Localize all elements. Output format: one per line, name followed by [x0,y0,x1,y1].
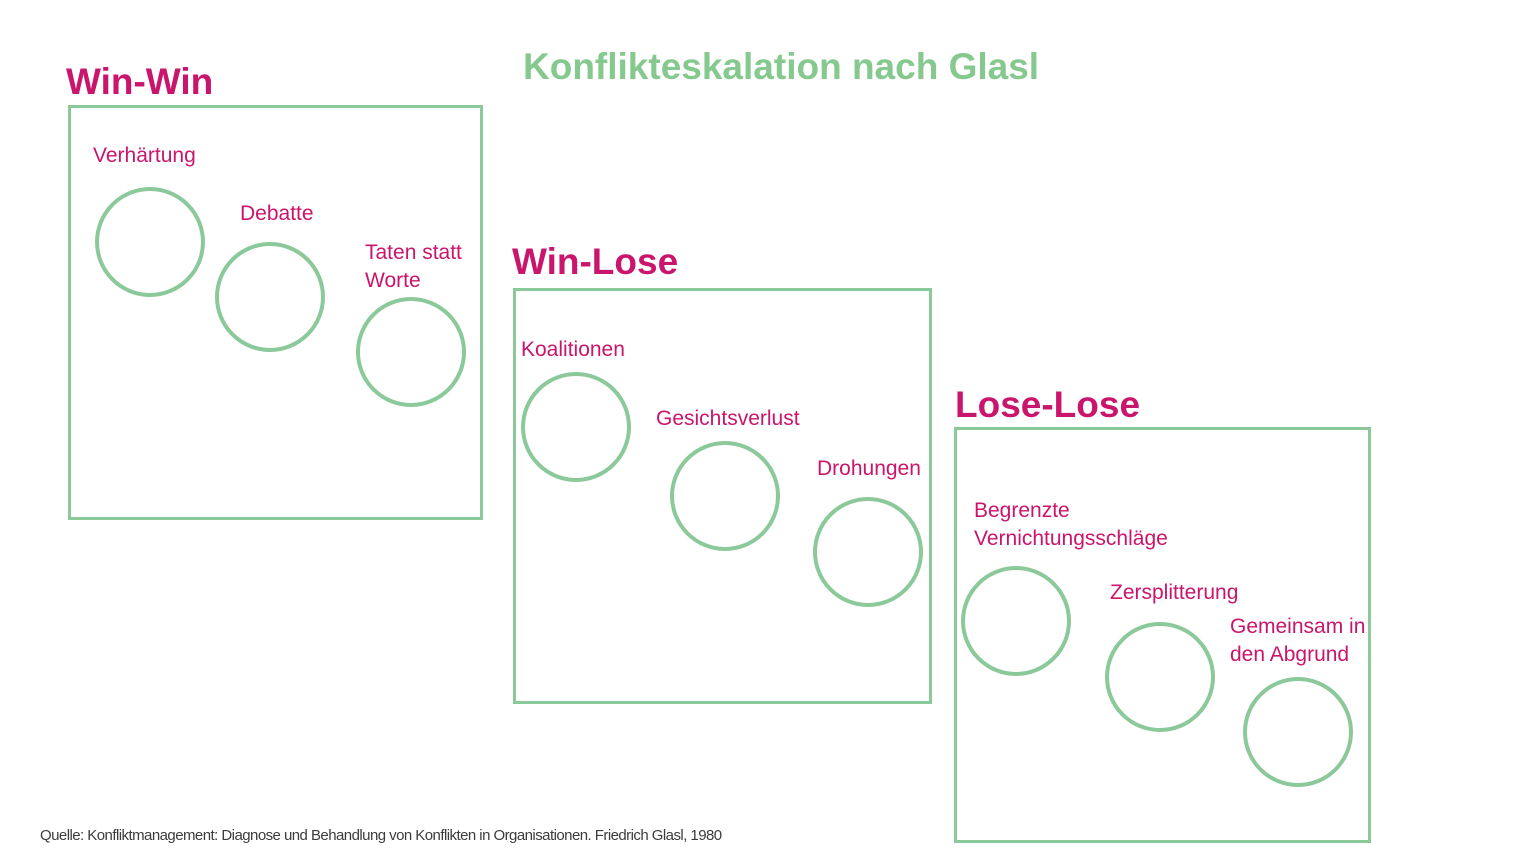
stage-circle-taten-statt-worte [356,297,466,407]
stage-circle-debatte [215,242,325,352]
diagram-title: Konflikteskalation nach Glasl [523,46,1040,87]
box-win-lose [513,288,932,704]
stage-label-gesichtsverlust: Gesichtsverlust [656,407,800,430]
stage-circle-koalitionen [521,372,631,482]
stage-label-verhaertung: Verhärtung [93,144,196,167]
stage-label-debatte: Debatte [240,202,314,225]
stage-circle-begrenzte-vernichtungsschlaege [961,566,1071,676]
stage-circle-gesichtsverlust [670,441,780,551]
source-citation: Quelle: Konfliktmanagement: Diagnose und… [40,827,722,844]
stage-label-drohungen: Drohungen [817,457,921,480]
stage-circle-verhaertung [95,187,205,297]
box-title-win-lose: Win-Lose [512,241,679,282]
stage-label-begrenzte-vernichtungsschlaege: Begrenzte Vernichtungsschläge [974,499,1168,550]
stage-label-gemeinsam-in-den-abgrund: Gemeinsam in den Abgrund [1230,615,1366,666]
stage-label-zersplitterung: Zersplitterung [1110,581,1239,604]
stage-circle-drohungen [813,497,923,607]
box-title-win-win: Win-Win [66,61,214,102]
stage-circle-zersplitterung [1105,622,1215,732]
stage-label-taten-statt-worte: Taten statt Worte [365,241,462,292]
stage-label-koalitionen: Koalitionen [521,338,625,361]
box-title-lose-lose: Lose-Lose [955,384,1141,425]
box-win-win [68,105,483,520]
box-lose-lose [954,427,1371,843]
stage-circle-gemeinsam-in-den-abgrund [1243,677,1353,787]
